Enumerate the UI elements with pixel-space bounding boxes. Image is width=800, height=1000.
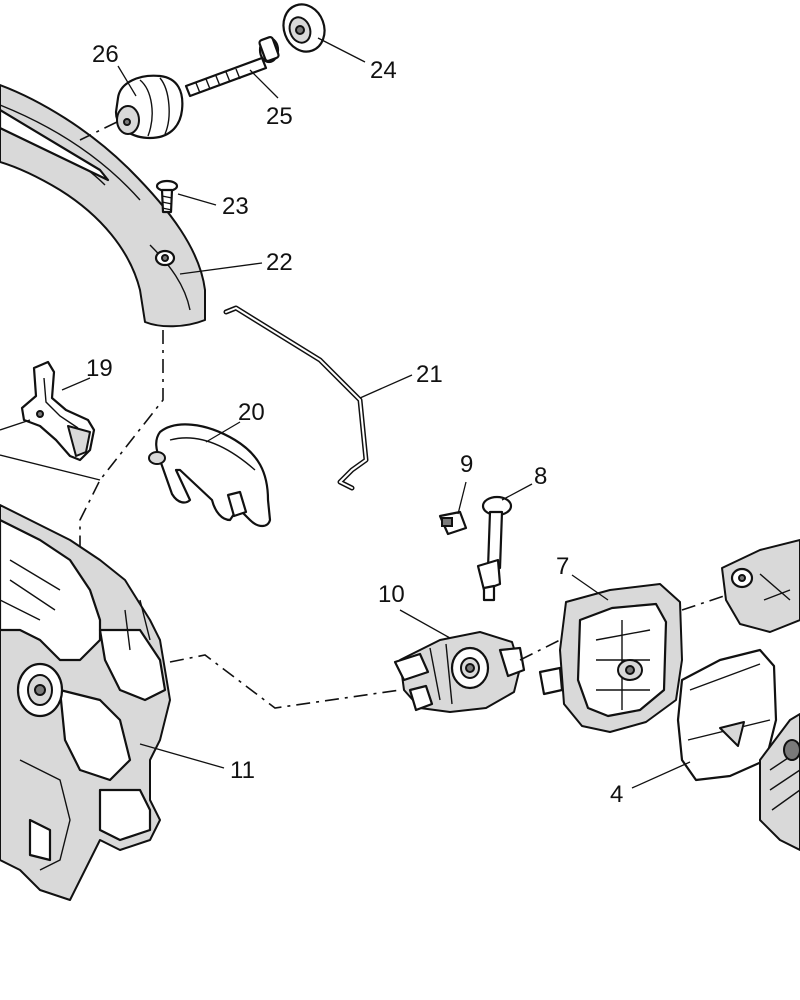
callout-19: 19 [86,355,113,382]
callout-8: 8 [534,463,547,490]
callouts: 26 25 24 23 22 21 20 19 11 10 9 8 7 4 [86,41,623,808]
callout-9: 9 [460,451,473,478]
callout-10: 10 [378,581,405,608]
part-23-screw [155,179,179,214]
part-25-bolt [184,36,280,98]
guide-line-19b [0,419,31,431]
part-11-housing [0,504,171,901]
callout-20: 20 [238,399,265,426]
guide-line-19 [0,454,101,481]
callout-24: 24 [370,57,397,84]
callout-4: 4 [610,781,623,808]
center-line-filter [681,593,731,611]
part-filter-cover-bottom [759,713,800,851]
part-26-rubber-buffer [79,74,184,141]
part-7-filter-base [538,583,683,733]
part-22-handle [0,84,206,328]
callout-26: 26 [92,41,119,68]
part-filter-cover-top [721,539,800,633]
leader-lines [61,37,691,789]
callout-21: 21 [416,361,443,388]
callout-23: 23 [222,193,249,220]
part-21-throttle-rod [223,305,369,491]
callout-11: 11 [230,757,255,784]
part-9-clip [438,510,468,536]
callout-25: 25 [266,103,293,130]
center-line-carb [169,654,401,709]
part-24-washer [282,3,326,53]
center-line-carb-filter [519,639,561,661]
part-19-lever [20,360,96,462]
callout-22: 22 [266,249,293,276]
part-20-cover [148,423,272,528]
part-4-filter-element [676,648,778,782]
callout-7: 7 [556,553,569,580]
part-8-choke-lever [476,495,513,602]
part-10-carburetor [393,631,526,713]
